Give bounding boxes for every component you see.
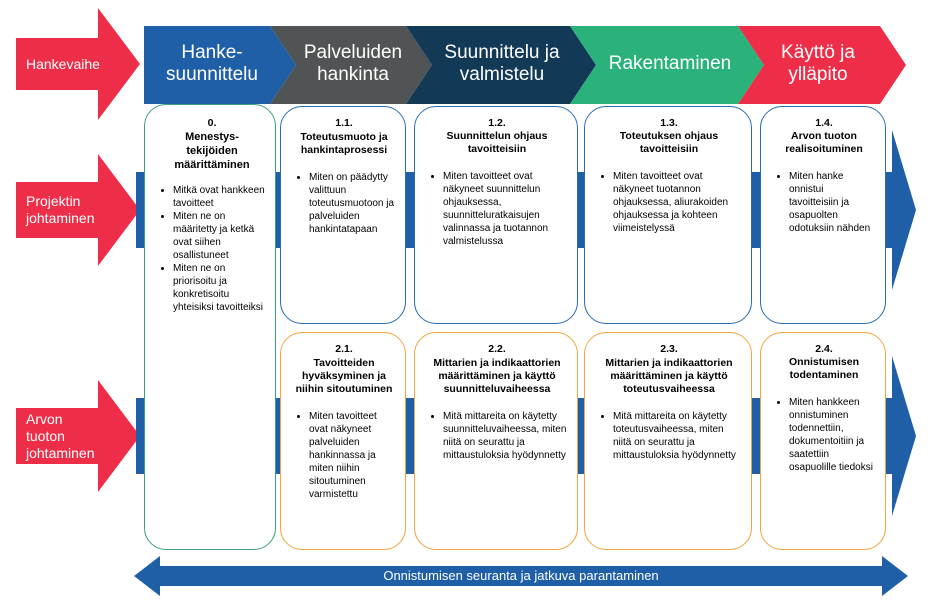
list-item: Miten on päädytty valittuun toteutusmuot… (309, 171, 395, 236)
phase-chevron-2 (270, 26, 432, 104)
box-number: 0. (207, 117, 217, 129)
list-item: Miten ne on priorisoitu ja konkretisoitu… (173, 262, 267, 314)
box-title: Tavoitteiden hyväksyminen ja niihin sito… (295, 357, 393, 395)
phase-chevron-1 (144, 26, 296, 104)
box-1-4: 1.4. Arvon tuoton realisoituminen Miten … (760, 106, 886, 324)
box-number: 1.4. (815, 117, 833, 129)
bullet-list: Miten on päädytty valittuun toteutusmuot… (293, 171, 395, 236)
box-number: 2.1. (335, 343, 353, 355)
list-item: Miten tavoitteet ovat näkyneet suunnitte… (443, 170, 567, 248)
box-2-1: 2.1. Tavoitteiden hyväksyminen ja niihin… (280, 332, 406, 550)
bullet-list: Miten tavoitteet ovat näkyneet tuotannon… (597, 170, 741, 235)
list-item: Miten ne on määritetty ja ketkä ovat sii… (173, 210, 267, 262)
box-2-2: 2.2. Mittarien ja indikaattorien määritt… (414, 332, 578, 550)
label-projektin-johtaminen: Projektin johtaminen (26, 193, 95, 226)
phase-label-1: Hanke-suunnittelu (166, 42, 258, 85)
bullet-list: Miten tavoitteet ovat näkyneet suunnitte… (427, 170, 567, 248)
box-title: Mittarien ja indikaattorien määrittämine… (605, 357, 733, 395)
phase-label-5: Käyttö ja ylläpito (781, 42, 855, 85)
phase-chevron-3 (406, 26, 596, 104)
box-1-3: 1.3. Toteutuksen ohjaus tavoitteisiin Mi… (584, 106, 752, 324)
box-title: Onnistumisen todentaminen (788, 356, 859, 381)
list-item: Mitä mittareita on käytetty suunnitteluv… (443, 410, 567, 462)
hankevaihe-arrow (16, 8, 140, 120)
box-title: Arvon tuoton realisoituminen (785, 130, 863, 155)
list-item: Miten hanke onnistui tavoitteisiin ja os… (789, 170, 875, 235)
label-arvon-tuoton-johtaminen: Arvon tuoton johtaminen (26, 411, 95, 461)
bottom-double-arrow (134, 556, 908, 596)
box-title: Toteutuksen ohjaus tavoitteisiin (619, 130, 719, 155)
phase-chevron-4 (570, 26, 764, 104)
list-item: Miten tavoitteet ovat näkyneet palveluid… (309, 410, 395, 501)
bullet-list: Miten tavoitteet ovat näkyneet palveluid… (293, 410, 395, 501)
projektin-arrow (16, 154, 140, 266)
box-1-2: 1.2. Suunnittelun ohjaus tavoitteisiin M… (414, 106, 578, 324)
bullet-list: Mitä mittareita on käytetty toteutusvaih… (597, 410, 741, 462)
list-item: Mitä mittareita on käytetty toteutusvaih… (613, 410, 741, 462)
phase-label-2: Palveluiden hankinta (303, 42, 403, 85)
bottom-arrow-label: Onnistumisen seuranta ja jatkuva paranta… (383, 568, 659, 583)
box-title: Suunnittelun ohjaus tavoitteisiin (446, 130, 548, 155)
phase-label-3: Suunnittelu ja valmistelu (444, 42, 560, 85)
list-item: Miten tavoitteet ovat näkyneet tuotannon… (613, 170, 741, 235)
label-hankevaihe: Hankevaihe (26, 56, 100, 72)
box-2-3: 2.3. Mittarien ja indikaattorien määritt… (584, 332, 752, 550)
box-number: 2.3. (660, 343, 678, 355)
box-2-4: 2.4. Onnistumisen todentaminen Miten han… (760, 332, 886, 550)
bullet-list: Miten hankkeen onnistuminen todennettiin… (773, 396, 875, 474)
list-item: Miten hankkeen onnistuminen todennettiin… (789, 396, 875, 474)
bullet-list: Mitä mittareita on käytetty suunnitteluv… (427, 410, 567, 462)
bullet-list: Mitkä ovat hankkeen tavoitteet Miten ne … (157, 184, 267, 314)
box-number: 1.2. (488, 117, 506, 129)
bullet-list: Miten hanke onnistui tavoitteisiin ja os… (773, 170, 875, 235)
list-item: Mitkä ovat hankkeen tavoitteet (173, 184, 267, 210)
box-number: 2.2. (488, 343, 506, 355)
box-title: Mittarien ja indikaattorien määrittämine… (433, 357, 561, 395)
box-title: Toteutusmuoto ja hankintaprosessi (300, 131, 388, 156)
box-0-menestystekijat: 0. Menestys-tekijöiden määrittäminen Mit… (144, 104, 276, 550)
box-title: Menestys-tekijöiden määrittäminen (174, 131, 250, 171)
box-number: 1.1. (335, 117, 353, 129)
box-1-1: 1.1. Toteutusmuoto ja hankintaprosessi M… (280, 106, 406, 324)
phase-label-4: Rakentaminen (608, 53, 732, 74)
arvon-arrow (16, 380, 140, 492)
phase-chevron-5 (738, 26, 906, 104)
box-number: 1.3. (660, 117, 678, 129)
box-number: 2.4. (815, 343, 833, 355)
